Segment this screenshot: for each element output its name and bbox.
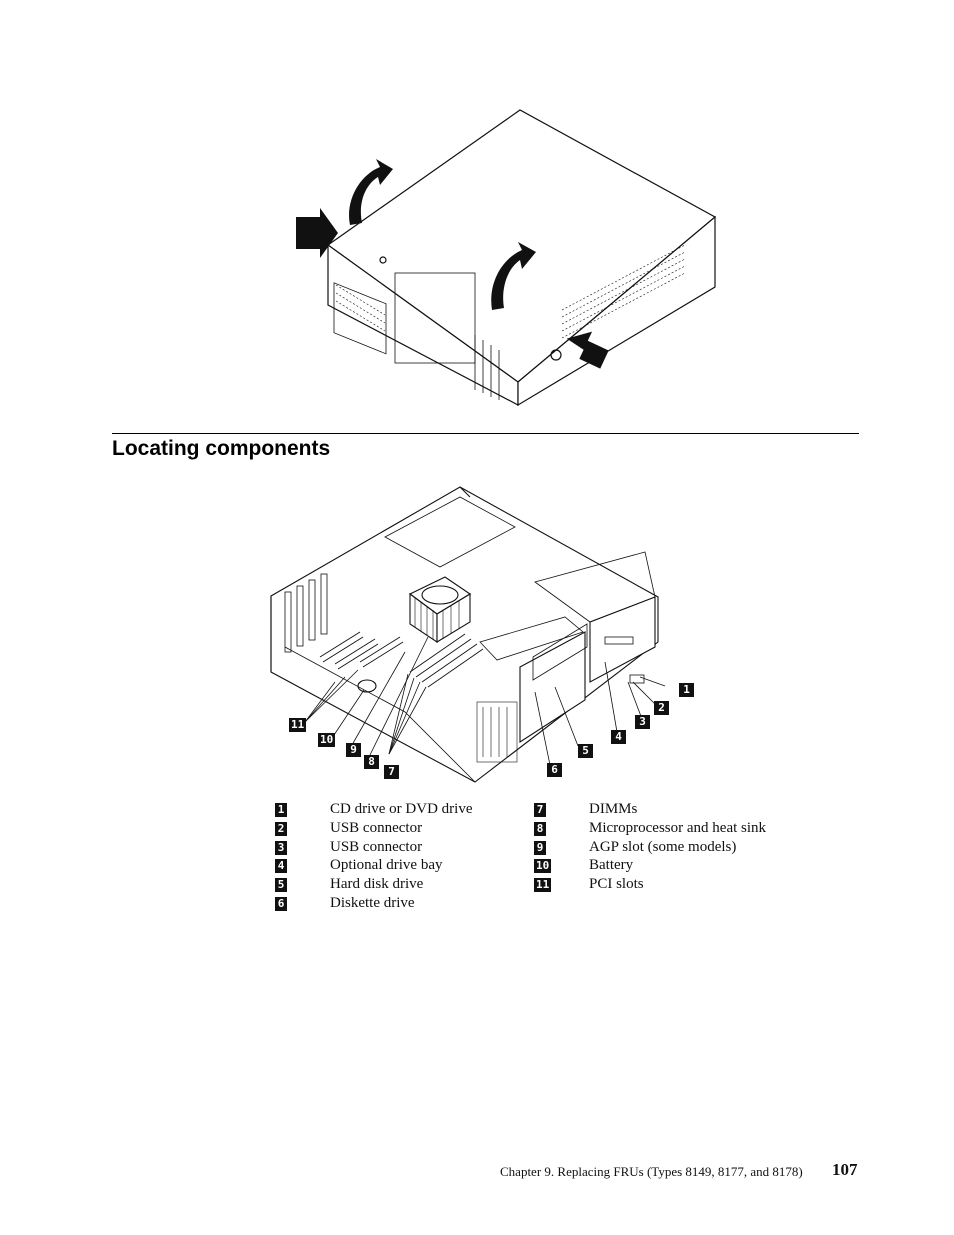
legend-number: 11 — [534, 878, 552, 893]
callout-1: 1 — [679, 683, 694, 697]
legend-number: 5 — [275, 878, 287, 893]
legend-label: CD drive or DVD drive — [330, 801, 473, 817]
legend-number: 4 — [275, 859, 287, 874]
callout-10: 10 — [318, 733, 336, 747]
legend-number: 7 — [534, 803, 546, 817]
legend-label: Diskette drive — [330, 894, 415, 911]
cover-removal-illustration — [296, 109, 717, 407]
page-number: 107 — [832, 1160, 858, 1179]
callout-4: 4 — [611, 730, 626, 744]
legend-label: Hard disk drive — [330, 876, 424, 893]
legend-number: 1 — [275, 803, 287, 817]
component-location-illustration — [270, 486, 666, 783]
legend-label: AGP slot (some models) — [589, 838, 737, 855]
callout-5: 5 — [578, 744, 593, 758]
legend-number: 8 — [534, 821, 546, 836]
legend-label: Optional drive bay — [330, 857, 443, 874]
legend-label: USB connector — [330, 819, 423, 836]
callout-2: 2 — [654, 701, 669, 715]
callout-7: 7 — [384, 765, 399, 779]
section-rule — [112, 433, 859, 434]
callout-6: 6 — [547, 763, 562, 777]
legend-label: Battery — [589, 857, 634, 874]
callout-3: 3 — [635, 715, 650, 729]
callout-9: 9 — [346, 743, 361, 757]
legend-number: 3 — [275, 840, 287, 855]
section-title: Locating components — [112, 437, 331, 460]
legend-label: Microprocessor and heat sink — [589, 819, 767, 836]
legend-number: 10 — [534, 859, 552, 874]
legend-number: 9 — [534, 840, 546, 855]
legend-number: 6 — [275, 896, 287, 911]
legend-number: 2 — [275, 821, 287, 836]
callout-11: 11 — [289, 718, 307, 732]
callout-8: 8 — [364, 755, 379, 769]
legend-label: USB connector — [330, 838, 423, 855]
legend-label: DIMMs — [589, 801, 638, 817]
legend-label: PCI slots — [589, 876, 644, 893]
chapter-title: Chapter 9. Replacing FRUs (Types 8149, 8… — [500, 1164, 803, 1179]
